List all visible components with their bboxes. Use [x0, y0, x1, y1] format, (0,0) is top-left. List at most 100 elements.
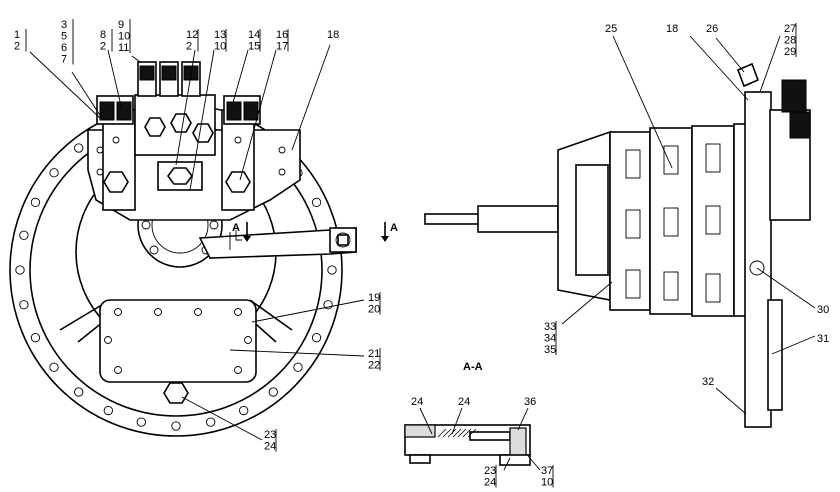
left-control-valve	[96, 95, 136, 211]
callout-c37-1: 10	[541, 477, 553, 489]
cover-bolt	[154, 308, 162, 316]
hatch-line	[467, 428, 477, 438]
leader-line	[689, 35, 749, 101]
leader-line	[71, 71, 104, 121]
right-control-valve	[221, 95, 261, 211]
leader-line	[517, 407, 529, 431]
clutch-pack-side-view	[424, 62, 811, 428]
leader-line	[251, 299, 365, 323]
leader-line	[419, 407, 433, 435]
clutch-slot	[705, 143, 721, 173]
callout-c24a-0: 24	[411, 396, 423, 408]
housing-bolt-hole	[327, 265, 337, 275]
housing-bolt-hole	[311, 197, 322, 207]
cover-bolt	[114, 366, 122, 374]
callout-c23b-1: 24	[484, 477, 496, 489]
callout-c36-0: 36	[524, 396, 536, 408]
leader-line	[107, 49, 123, 111]
callout-c30-0: 30	[817, 304, 829, 316]
clutch-slot	[663, 271, 679, 301]
callout-c27-0: 27	[784, 23, 796, 35]
callout-c18b-0: 18	[666, 23, 678, 35]
bottom-cover-plate	[99, 299, 257, 404]
callout-c25-0: 25	[605, 23, 617, 35]
callout-c9-0: 9	[118, 19, 124, 31]
callout-c24b-0: 24	[458, 396, 470, 408]
clutch-slot	[705, 273, 721, 303]
callout-c21-0: 21	[368, 348, 380, 360]
clutch-slot	[663, 207, 679, 237]
callout-c12-0: 12	[186, 29, 198, 41]
leader-line	[715, 37, 745, 73]
callout-c13-0: 13	[214, 29, 226, 41]
housing-bolt-hole	[239, 405, 249, 416]
callout-c13-1: 10	[214, 41, 226, 53]
hatch-line	[462, 428, 472, 438]
leader-line	[239, 49, 277, 181]
lever-arm	[198, 227, 357, 259]
callout-c37-0: 37	[541, 465, 553, 477]
callout-c12-1: 2	[186, 41, 192, 53]
cover-bolt	[234, 308, 242, 316]
callout-c31-0: 31	[817, 333, 829, 345]
leader-lines	[29, 35, 816, 471]
callout-c27-2: 29	[784, 46, 796, 58]
callout-c3-2: 6	[61, 42, 67, 54]
callout-c23a-1: 24	[264, 441, 276, 453]
clutch-slot	[705, 205, 721, 235]
section-a-a-view	[404, 424, 531, 466]
callout-c3-3: 7	[61, 54, 67, 66]
callout-c23a-0: 23	[264, 429, 276, 441]
callout-c16-1: 17	[276, 41, 288, 53]
callout-c8-0: 8	[100, 29, 106, 41]
hatch-line	[437, 428, 447, 438]
callout-c9-2: 11	[118, 42, 129, 54]
leader-line	[451, 407, 463, 435]
callout-c23b-0: 23	[484, 465, 496, 477]
leader-line	[527, 455, 541, 471]
housing-bolt-hole	[49, 362, 59, 372]
leader-line	[231, 49, 249, 107]
callout-c26-0: 26	[706, 23, 718, 35]
cover-bolt	[234, 366, 242, 374]
housing-bolt-hole	[311, 333, 322, 343]
callout-c27-1: 28	[784, 35, 796, 47]
housing-bolt-hole	[49, 168, 59, 178]
callout-c16-0: 16	[276, 29, 288, 41]
callout-c8-1: 2	[100, 41, 106, 53]
callout-c19-1: 20	[368, 304, 380, 316]
clutch-slot	[625, 269, 641, 299]
leader-line	[291, 44, 331, 151]
housing-bolt-hole	[30, 197, 41, 207]
leader-line	[503, 457, 511, 471]
housing-bolt-ring	[15, 109, 337, 431]
housing-bolt-hole	[30, 333, 41, 343]
housing-bolt-hole	[293, 362, 303, 372]
housing-bolt-hole	[103, 405, 113, 416]
housing-bolt-hole	[15, 265, 25, 275]
leader-line	[561, 281, 613, 325]
leader-line	[229, 349, 365, 357]
cover-bolt	[104, 336, 112, 344]
section-marker-label-right: A	[390, 222, 398, 234]
housing-bolt-hole	[74, 143, 84, 153]
callout-c32-0: 32	[702, 376, 714, 388]
leader-line	[131, 55, 141, 63]
leader-line	[175, 49, 196, 166]
housing-bolt-hole	[206, 417, 216, 427]
callout-c18a-0: 18	[327, 29, 339, 41]
housing-bolt-hole	[74, 387, 84, 397]
leader-line	[715, 387, 747, 415]
callout-c33-2: 35	[544, 344, 556, 356]
callout-c19-0: 19	[368, 292, 380, 304]
housing-bolt-hole	[323, 300, 333, 310]
callout-labels: 1235678291011122131014151617181920212223…	[14, 19, 829, 489]
leader-line	[189, 49, 215, 191]
cover-bolt	[244, 336, 252, 344]
cover-bolt	[194, 308, 202, 316]
leader-line	[29, 51, 101, 119]
housing-bolt-hole	[19, 230, 29, 240]
leader-line	[612, 35, 673, 169]
